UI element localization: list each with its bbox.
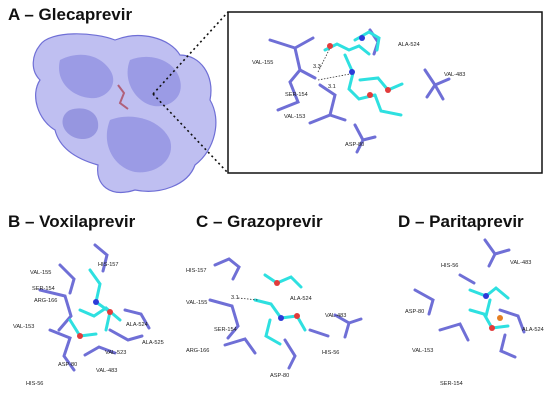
label-b-ala525: ALA-525: [142, 340, 164, 346]
panel-d-ligand: [468, 286, 510, 330]
label-c-ala524: ALA-524: [290, 296, 312, 302]
zoom-connector-top: [152, 11, 229, 95]
panel-a-hbonds: [317, 47, 351, 81]
panel-a-ligand: [323, 30, 404, 117]
panel-b-heteroatoms: [77, 299, 113, 339]
distance-a-1: 3.3: [313, 64, 321, 70]
label-a-ser154: SER-154: [285, 92, 308, 98]
label-a-ala524: ALA-524: [398, 42, 420, 48]
label-d-val483: VAL-483: [510, 260, 532, 266]
zoom-connector-bottom: [152, 93, 229, 174]
panel-c-ligand: [253, 273, 307, 346]
label-c-asp80: ASP-80: [270, 373, 290, 379]
label-d-asp80: ASP-80: [405, 309, 425, 315]
label-d-his56: HIS-56: [441, 263, 459, 269]
panel-c-hbond: [237, 297, 259, 301]
label-c-his157: HIS-157: [186, 268, 207, 274]
label-b-his56: HIS-56: [26, 381, 44, 387]
zoom-inset-frame: [227, 11, 543, 174]
label-b-ala524: ALA-524: [126, 322, 148, 328]
label-b-val483: VAL-483: [96, 368, 118, 374]
panel-d-heteroatoms: [483, 293, 503, 331]
label-a-val153: VAL-153: [284, 114, 306, 120]
label-b-asp80: ASP-80: [58, 362, 78, 368]
panel-b-residue-sticks: [38, 243, 151, 372]
label-b-ser154: SER-154: [32, 286, 55, 292]
distance-a-2: 3.1: [328, 84, 336, 90]
panel-d-title: D – Paritaprevir: [398, 212, 524, 231]
label-c-val155: VAL-155: [186, 300, 208, 306]
label-a-val155: VAL-155: [252, 60, 274, 66]
label-a-asp80: ASP-80: [345, 142, 365, 148]
label-a-val483: VAL-483: [444, 72, 466, 78]
label-b-val523: VAL-523: [105, 350, 127, 356]
label-b-val153: VAL-153: [13, 324, 35, 330]
label-d-ser154: SER-154: [440, 381, 463, 387]
label-d-ala524: ALA-524: [522, 327, 544, 333]
label-c-arg166: ARG-166: [186, 348, 210, 354]
label-c-val483: VAL-483: [325, 313, 347, 319]
label-b-his157: HIS-157: [98, 262, 119, 268]
label-c-ser154: SER-154: [214, 327, 237, 333]
panel-c-heteroatoms: [274, 280, 300, 321]
panel-a-title: A – Glecaprevir: [8, 5, 133, 24]
panel-d-residue-sticks: [413, 238, 526, 359]
label-d-val153: VAL-153: [412, 348, 434, 354]
label-c-his56: HIS-56: [322, 350, 340, 356]
label-b-arg166: ARG-166: [34, 298, 58, 304]
protein-surface: [32, 33, 217, 193]
panel-a-heteroatoms: [327, 35, 391, 98]
label-b-val155: VAL-155: [30, 270, 52, 276]
panel-b-title: B – Voxilaprevir: [8, 212, 136, 231]
distance-c-1: 3.1: [231, 295, 239, 301]
panel-c-residue-sticks: [208, 257, 363, 370]
panel-c-title: C – Grazoprevir: [196, 212, 323, 231]
